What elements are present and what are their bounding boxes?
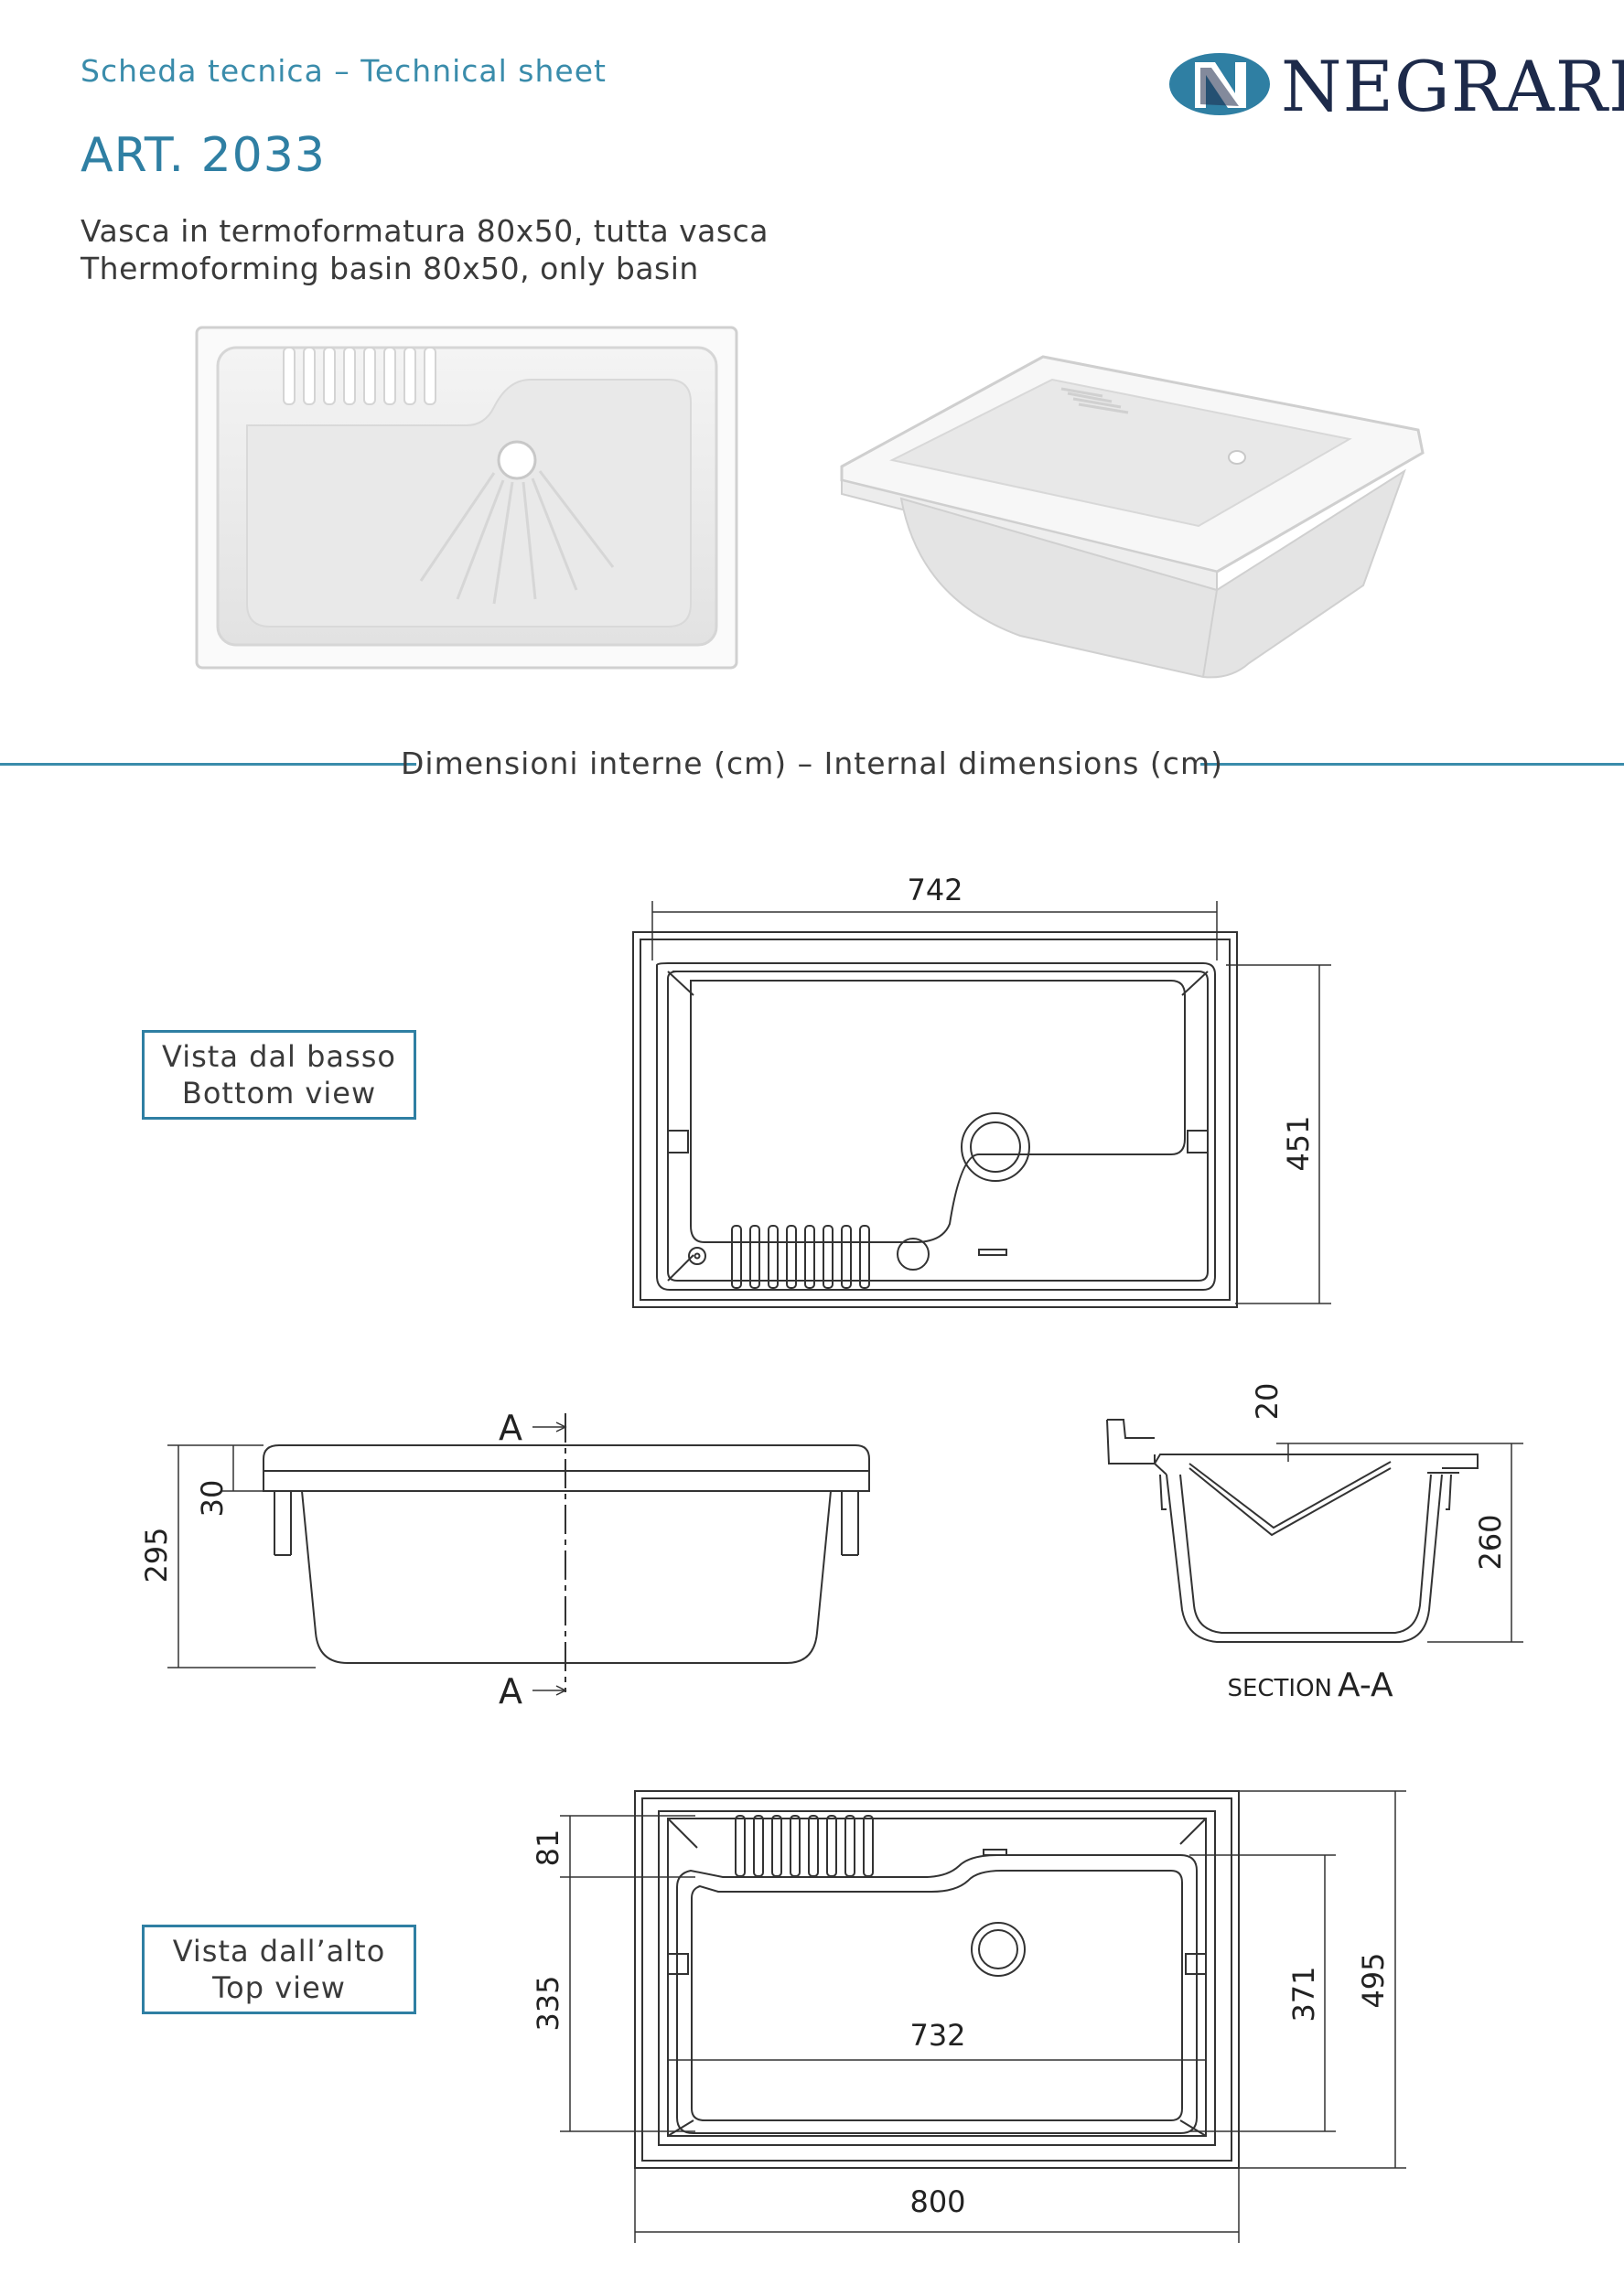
section-label-prefix: SECTION xyxy=(1227,1675,1332,1702)
dim-bottom-depth: 451 xyxy=(1281,1115,1316,1171)
dim-section-rim: 20 xyxy=(1250,1383,1285,1421)
divider-left xyxy=(0,763,416,766)
section-marker-top: A xyxy=(499,1408,522,1448)
dim-top-inner-depth: 335 xyxy=(531,1975,565,2031)
top-view-label: Vista dall’alto Top view xyxy=(142,1925,416,2014)
top-view-italian: Vista dall’alto xyxy=(172,1934,386,1969)
divider-right xyxy=(1200,763,1624,766)
dim-top-basin-depth: 371 xyxy=(1286,1966,1321,2022)
product-photo-perspective xyxy=(840,355,1425,679)
product-description: Vasca in termoformatura 80x50, tutta vas… xyxy=(81,212,769,287)
description-italian: Vasca in termoformatura 80x50, tutta vas… xyxy=(81,213,769,249)
bottom-view-label: Vista dal basso Bottom view xyxy=(142,1030,416,1120)
product-photo-top xyxy=(195,326,738,670)
dim-side-height: 295 xyxy=(139,1527,174,1583)
bottom-view-italian: Vista dal basso xyxy=(162,1039,396,1074)
article-number: ART. 2033 xyxy=(81,128,326,183)
dim-top-inner-width: 732 xyxy=(909,2018,965,2053)
bottom-view-english: Bottom view xyxy=(181,1076,377,1110)
bottom-view-drawing xyxy=(632,931,1238,1308)
section-marker-bottom: A xyxy=(499,1671,522,1711)
negrari-logo-icon xyxy=(1169,53,1270,115)
side-view-drawing xyxy=(263,1413,870,1692)
dim-side-rim: 30 xyxy=(195,1480,230,1518)
dim-top-total-width: 800 xyxy=(909,2184,965,2219)
dim-section-height: 260 xyxy=(1473,1514,1508,1570)
top-view-english: Top view xyxy=(212,1970,346,2005)
brand-name: NEGRARI xyxy=(1281,46,1624,127)
section-title: Dimensioni interne (cm) – Internal dimen… xyxy=(401,746,1223,781)
top-view-drawing xyxy=(634,1790,1240,2169)
description-english: Thermoforming basin 80x50, only basin xyxy=(81,251,699,286)
section-label-suffix: A-A xyxy=(1338,1667,1393,1704)
dim-bottom-width: 742 xyxy=(907,873,963,907)
dim-top-total-depth: 495 xyxy=(1356,1952,1391,2008)
section-view-drawing xyxy=(1106,1419,1479,1643)
dim-top-ribs: 81 xyxy=(531,1829,565,1867)
sheet-label: Scheda tecnica – Technical sheet xyxy=(81,53,607,89)
